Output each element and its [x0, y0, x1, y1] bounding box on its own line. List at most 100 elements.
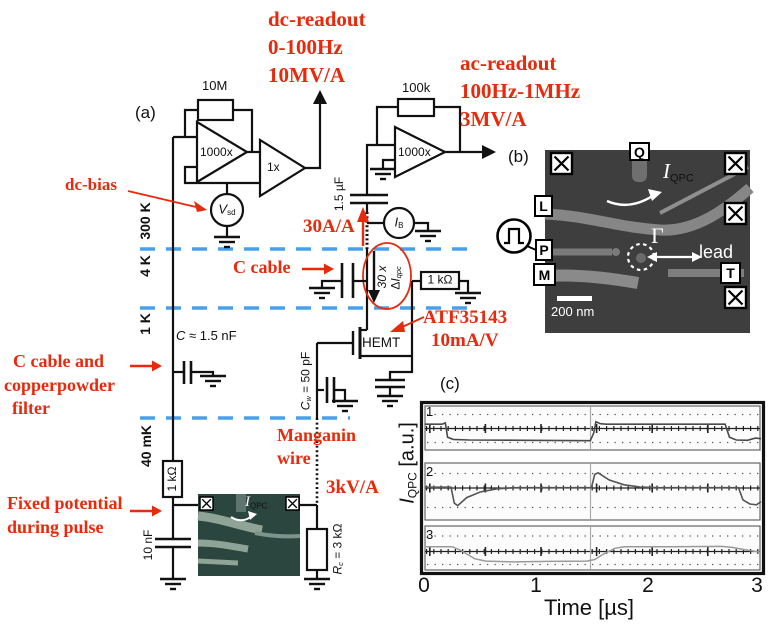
ac-readout-header: ac-readout 100Hz-1MHz 3MV/A	[460, 49, 580, 133]
scope-panel-2	[424, 462, 762, 521]
coupling-cap-and-bias	[350, 193, 430, 249]
transformer-highlight-ellipse	[362, 242, 412, 310]
panel-b-sem	[496, 150, 754, 333]
sample-column	[155, 361, 329, 578]
sample-cap-label: 10 nF	[141, 529, 155, 561]
series-resistor-label: 1 kΩ	[165, 466, 179, 492]
trace-2-label: 2	[426, 464, 434, 479]
transistor-label-1: ATF35143	[423, 307, 508, 328]
filter-cap-label: C ≈ 1.5 nF	[176, 328, 237, 343]
trace-1	[424, 420, 762, 442]
coupling-cap-label: 1.5 µF	[332, 176, 346, 212]
filter-arrowhead	[152, 360, 162, 372]
transformer-gain-label: 30 x	[375, 265, 389, 289]
scale-bar-label: 200 nm	[551, 304, 595, 319]
annotation-arrows	[127, 190, 425, 517]
fixed-potential-arrowhead	[152, 505, 162, 517]
current-gain-arrow	[357, 207, 369, 246]
gamma-label: Γ	[651, 223, 664, 248]
dc-output-arrow	[313, 90, 327, 104]
temp-4k-label: 4 K	[137, 255, 153, 277]
ground-icon	[158, 577, 188, 591]
wire-cap-label: Cw = 50 pF	[298, 351, 313, 411]
ground-icon	[453, 291, 483, 305]
voltage-gain-label: 3kV/A	[326, 477, 379, 498]
dc-bias-label: dc-bias	[65, 175, 117, 194]
panel-c-plot	[419, 400, 766, 576]
filter-label-3: filter	[12, 398, 50, 418]
scope-panel-3	[424, 525, 762, 571]
ohmic-contact-icon	[723, 151, 748, 176]
xtick-0: 0	[418, 574, 430, 597]
ac-readout-line2: 100Hz-1MHz	[460, 79, 581, 103]
ohmic-contact-icon	[723, 201, 748, 226]
panel-b-label: (b)	[508, 147, 529, 166]
ground-icon	[368, 167, 398, 181]
amp-1x-label: 1x	[267, 160, 280, 174]
ohmic-contact-icon	[285, 496, 300, 511]
transformer-region	[362, 242, 412, 330]
panel-c-label: (c)	[440, 374, 460, 393]
resistor-10m-label: 10M	[202, 78, 228, 93]
dc-bias-arrowhead	[194, 201, 207, 212]
amp-1000x-dc-label: 1000x	[200, 145, 233, 159]
ground-icon	[307, 286, 337, 300]
c-cable-arrowhead	[324, 263, 334, 275]
gate-label-p: P	[535, 239, 553, 261]
panel-a-label: (a)	[135, 103, 156, 122]
amp-1000x-ac-label: 1000x	[398, 145, 431, 159]
trace-2	[424, 471, 762, 507]
ground-icon	[212, 235, 242, 249]
y-axis-label: IQPC [a.u.]	[396, 422, 420, 504]
scale-bar	[557, 296, 592, 301]
inset-current-label: IQPC	[245, 494, 268, 511]
fixed-potential-label-2: during pulse	[7, 517, 104, 537]
cold-resistor-label: Rc = 3 kΩ	[330, 523, 345, 575]
resistor-100k-label: 100k	[402, 80, 431, 95]
x-axis-label: Time [µs]	[543, 595, 635, 620]
fixed-potential-label-1: Fixed potential	[7, 493, 123, 513]
gate-label-t: T	[720, 262, 741, 284]
trace-1-label: 1	[426, 404, 434, 419]
manganin-label-1: Manganin	[277, 425, 357, 445]
gate-label-l: L	[534, 195, 553, 217]
sample-sem-inset	[197, 494, 301, 576]
qpc-current-label: IQPC	[663, 159, 694, 185]
current-direction-arrow	[368, 290, 380, 303]
ac-output-arrow	[482, 145, 496, 159]
ib-label: IB	[394, 214, 404, 231]
gate-branch	[315, 343, 347, 505]
dc-amplifier-chain	[171, 90, 327, 461]
ground-icon	[302, 577, 332, 591]
gate-label-q: Q	[629, 142, 650, 161]
hemt-label: HEMT	[362, 335, 401, 350]
hemt-circuit	[317, 270, 470, 395]
transistor-label-2: 10mA/V	[431, 330, 499, 351]
temp-1k-label: 1 K	[137, 313, 153, 335]
gate-label-m: M	[533, 263, 556, 286]
pulse-generator-icon	[496, 218, 532, 254]
ac-readout-line3: 3MV/A	[460, 107, 527, 131]
dc-readout-line1: dc-readout	[268, 7, 366, 31]
dc-readout-line2: 0-100Hz	[268, 35, 343, 59]
ground-icon	[198, 374, 228, 388]
filter-label-1: C cable and	[13, 351, 105, 371]
xtick-2: 2	[642, 574, 654, 597]
lead-label: lead	[699, 242, 734, 262]
c-cable-label: C cable	[233, 257, 291, 277]
dc-readout-header: dc-readout 0-100Hz 10MV/A	[268, 5, 366, 89]
filter-label-2: copperpowder	[4, 375, 115, 395]
dc-readout-line3: 10MV/A	[268, 63, 345, 87]
trace-3	[424, 545, 762, 563]
temp-40mk-label: 40 mK	[138, 424, 154, 468]
trace-3-label: 3	[426, 527, 434, 542]
ground-icon	[330, 399, 360, 413]
ohmic-contact-icon	[549, 151, 574, 176]
ac-readout-line1: ac-readout	[460, 51, 557, 75]
atf-arrowhead	[390, 321, 405, 332]
scope-panel-1	[424, 405, 762, 451]
current-gain-label: 30A/A	[303, 216, 355, 237]
vsd-label: Vsd	[218, 201, 236, 218]
